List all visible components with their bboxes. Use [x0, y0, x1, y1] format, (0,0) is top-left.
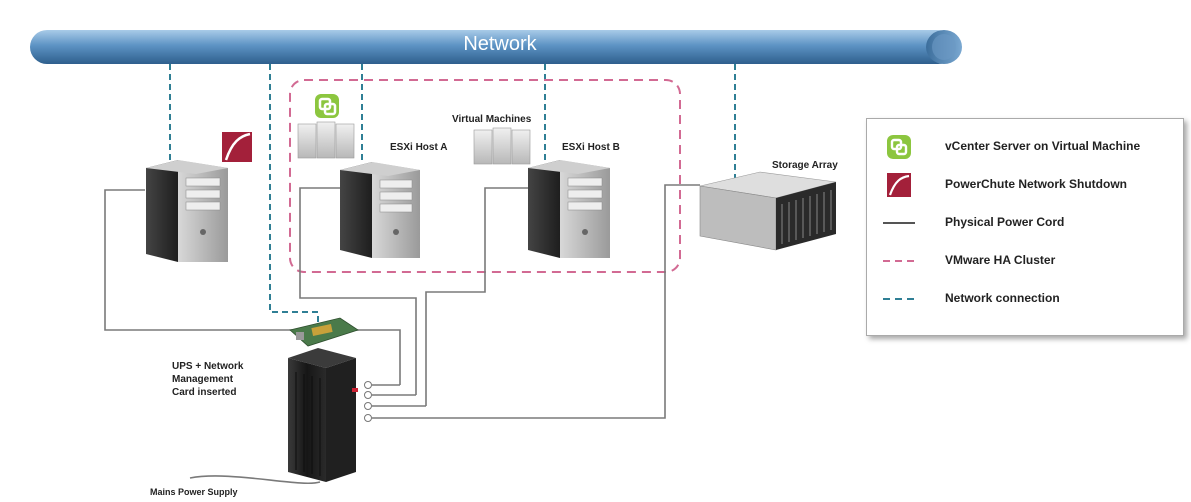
mains-power-cord [189, 475, 321, 485]
pink-dashed-line-symbol [879, 249, 919, 273]
legend-label: PowerChute Network Shutdown [945, 177, 1128, 191]
legend-item-vcenter: vCenter Server on Virtual Machine [867, 135, 1183, 159]
ups-label: UPS + Network Management Card inserted [172, 361, 244, 398]
virtual-machines-label: Virtual Machines [452, 114, 532, 125]
legend: vCenter Server on Virtual Machine PowerC… [866, 118, 1184, 336]
teal-dashed-line-symbol [879, 287, 919, 311]
legend-label: Network connection [945, 291, 1060, 305]
solid-line-symbol [879, 211, 919, 235]
powerchute-icon [879, 173, 919, 197]
ups-tower [288, 348, 358, 482]
vcenter-icon [879, 135, 919, 159]
legend-item-ha-cluster: VMware HA Cluster [867, 249, 1183, 273]
storage-array [699, 171, 837, 251]
legend-item-powerchute: PowerChute Network Shutdown [867, 173, 1183, 197]
mains-power-label: Mains Power Supply [150, 487, 238, 497]
network-bus [30, 30, 962, 64]
legend-label: vCenter Server on Virtual Machine [945, 139, 1141, 153]
network-connections [169, 64, 736, 328]
legend-item-power-cord: Physical Power Cord [867, 211, 1183, 235]
powerchute-icon [222, 132, 252, 162]
server-tower-left [146, 160, 228, 262]
legend-label: Physical Power Cord [945, 215, 1065, 229]
storage-array-label: Storage Array [772, 160, 838, 171]
network-label: Network [463, 33, 537, 55]
legend-item-network: Network connection [867, 287, 1183, 311]
esxi-host-a-label: ESXi Host A [390, 142, 448, 153]
esxi-host-a-tower [340, 162, 420, 258]
esxi-host-b-tower [528, 160, 610, 258]
ups-outlets [364, 381, 372, 422]
vcenter-icon [315, 94, 339, 118]
network-management-card [289, 317, 359, 347]
vcenter-vm-stack [297, 121, 355, 159]
power-cords [104, 184, 700, 419]
esxi-host-b-label: ESXi Host B [562, 142, 620, 153]
virtual-machines-stack [473, 127, 531, 165]
legend-label: VMware HA Cluster [945, 253, 1056, 267]
